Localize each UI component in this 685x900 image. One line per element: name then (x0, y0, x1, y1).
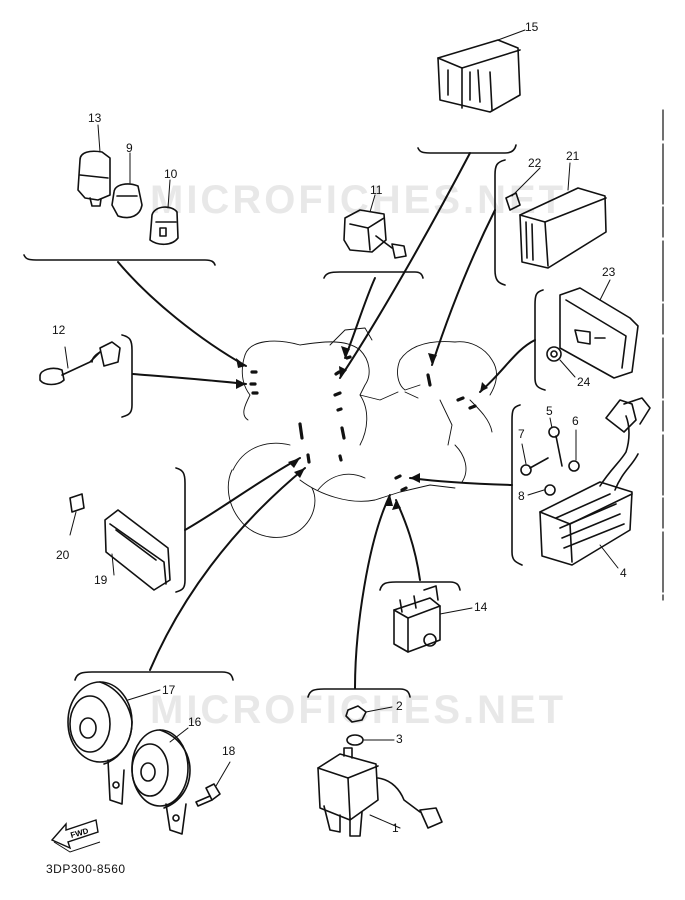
callout-6: 6 (572, 414, 579, 428)
part-3-washer (346, 734, 364, 746)
part-14-fuse (393, 585, 441, 653)
callout-17: 17 (162, 683, 176, 697)
callout-4: 4 (620, 566, 627, 580)
part-1-relay (317, 747, 443, 837)
part-19-reflector (104, 509, 171, 591)
part-16-horn (131, 729, 191, 835)
part-5-bolt (548, 426, 563, 467)
watermark-bottom: MICROFICHES.NET (150, 688, 567, 732)
callout-16: 16 (188, 715, 202, 729)
callout-14: 14 (474, 600, 488, 614)
callout-1: 1 (392, 821, 399, 835)
part-11 (343, 209, 407, 259)
part-20-label (69, 493, 85, 513)
part-9 (111, 183, 143, 219)
callout-22: 22 (528, 156, 542, 170)
part-23-reflector (559, 287, 639, 379)
part-24-nut (546, 346, 562, 362)
part-10 (149, 206, 179, 246)
callout-9: 9 (126, 141, 133, 155)
part-7-bolt (520, 457, 549, 476)
callout-21: 21 (566, 149, 580, 163)
part-13 (77, 150, 111, 207)
callout-18: 18 (222, 744, 236, 758)
fwd-arrow-icon (50, 819, 101, 853)
part-15-relay (437, 39, 521, 113)
part-code: 3DP300-8560 (46, 862, 126, 876)
part-17-horn (67, 681, 133, 805)
callout-12: 12 (52, 323, 66, 337)
callout-10: 10 (164, 167, 178, 181)
callout-19: 19 (94, 573, 108, 587)
part-2-nut (345, 705, 367, 723)
callout-15: 15 (525, 20, 539, 34)
callout-24: 24 (577, 375, 591, 389)
connection-marks (249, 355, 477, 492)
part-4-rectifier (539, 397, 651, 566)
callout-2: 2 (396, 699, 403, 713)
callout-23: 23 (602, 265, 616, 279)
callout-3: 3 (396, 732, 403, 746)
callout-7: 7 (518, 427, 525, 441)
callout-11: 11 (370, 183, 383, 197)
callout-20: 20 (56, 548, 70, 562)
part-21-reflector (519, 187, 607, 269)
part-18-bolt (195, 783, 221, 807)
part-8-washer (544, 484, 556, 496)
callout-13: 13 (88, 111, 102, 125)
callout-5: 5 (546, 404, 553, 418)
part-6-washer (568, 460, 580, 472)
frame-outline (227, 327, 497, 538)
part-12-sensor (39, 341, 121, 386)
callout-8: 8 (518, 489, 525, 503)
